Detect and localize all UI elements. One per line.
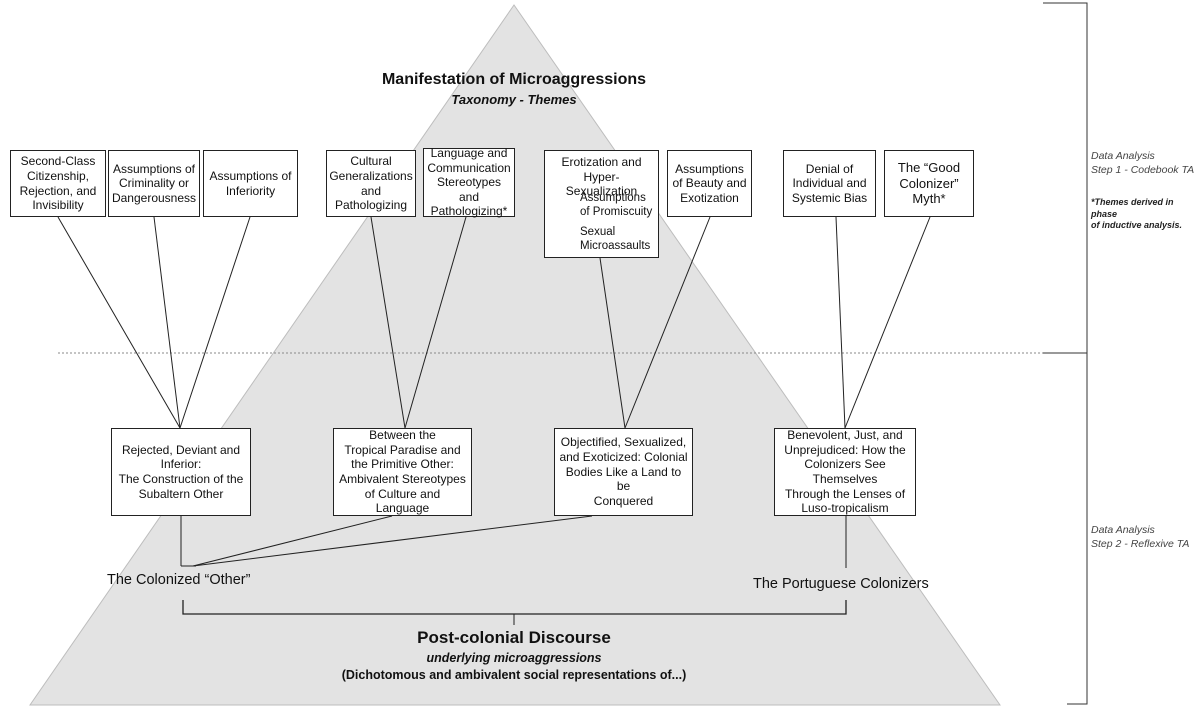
step2-bracket (1067, 352, 1088, 705)
connector-theme5 (404, 216, 467, 429)
bottom-subtitle: underlying microaggressions (426, 651, 602, 665)
connector-theme1 (57, 216, 181, 429)
connector-theme8 (835, 216, 846, 429)
bottom-note: (Dichotomous and ambivalent social repre… (341, 668, 687, 682)
connector-theme9 (844, 216, 931, 429)
bottom-title: Post-colonial Discourse (417, 628, 611, 647)
connector-theme3 (179, 216, 251, 429)
connector-theme2 (153, 216, 181, 429)
category-box-objectified-bodies: Objectified, Sexualized,and Exoticized: … (554, 428, 693, 516)
step1-bracket (1043, 2, 1088, 354)
connector-cat2-group (192, 515, 393, 567)
connector-theme7 (624, 216, 711, 429)
pyramid-background (29, 4, 1001, 706)
group-label-portuguese-colonizers: The Portuguese Colonizers (753, 576, 929, 592)
connector-theme6 (599, 257, 626, 429)
top-title: Manifestation of Microaggressions (381, 71, 647, 88)
group-label-colonized-other: The Colonized “Other” (107, 572, 251, 588)
connector-theme4 (370, 216, 406, 429)
connector-cat3-group (192, 515, 593, 567)
top-subtitle: Taxonomy - Themes (451, 92, 577, 107)
